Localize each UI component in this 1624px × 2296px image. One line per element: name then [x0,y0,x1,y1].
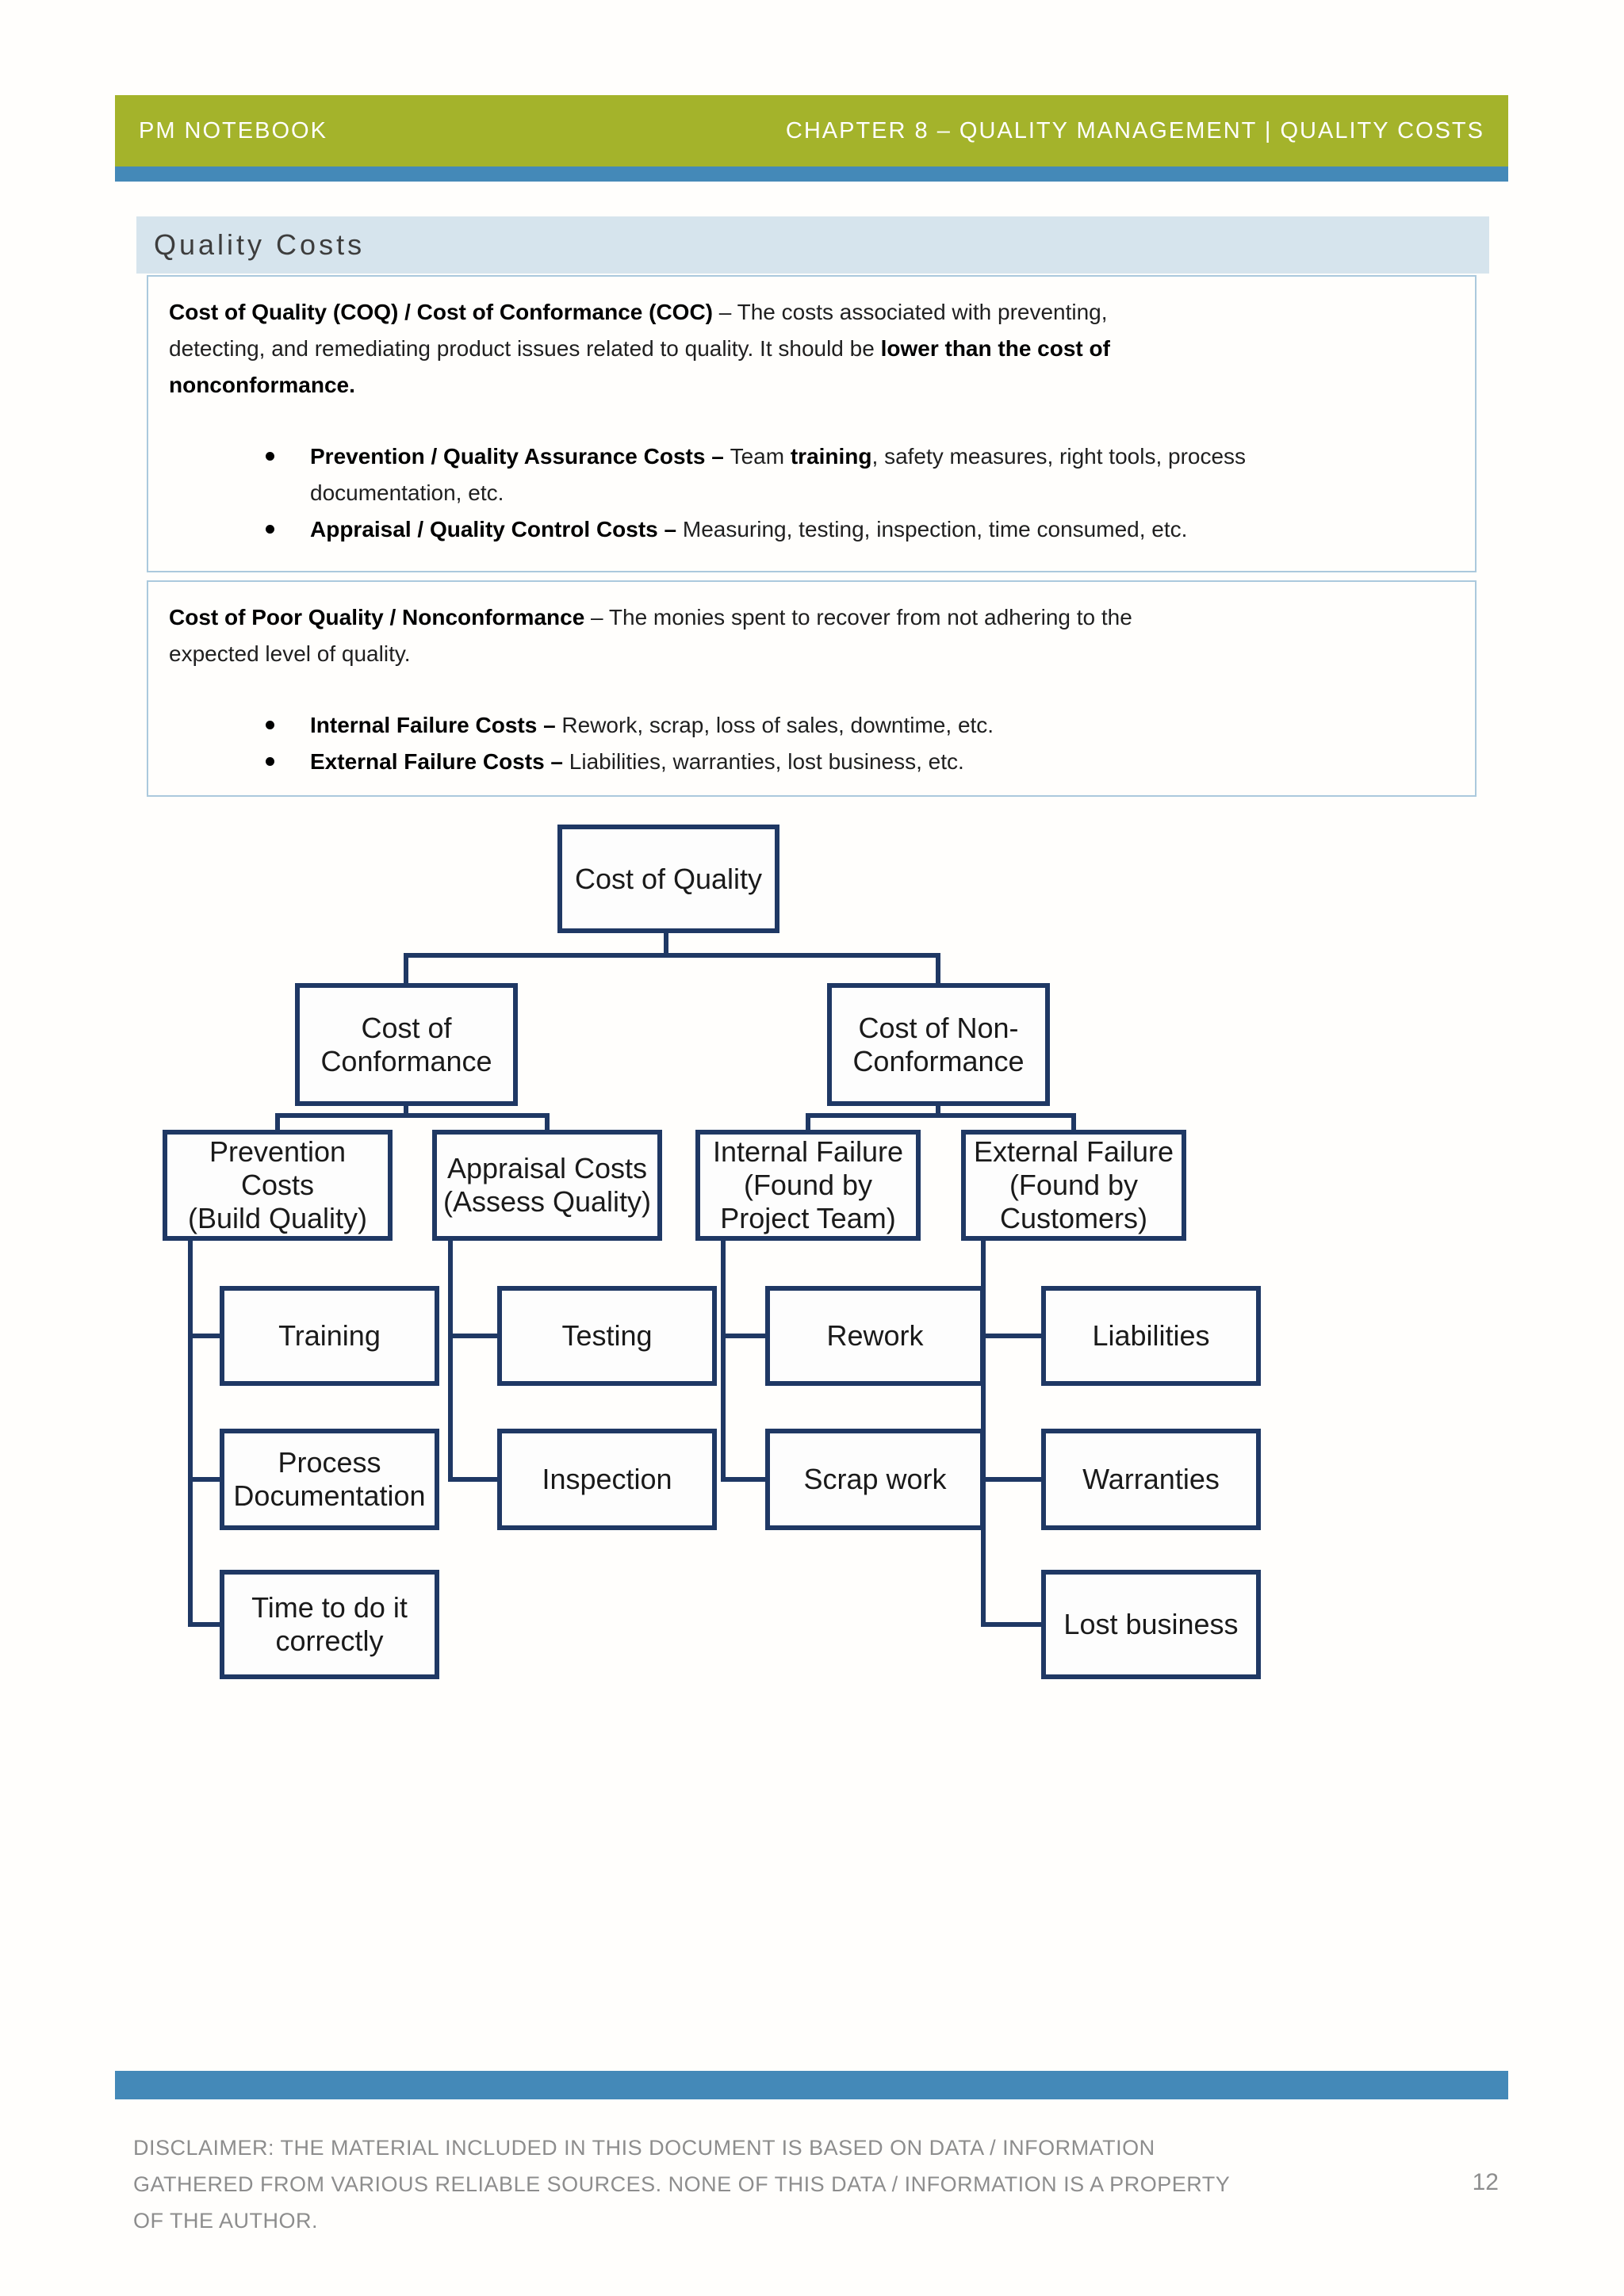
connector-line [448,1239,453,1482]
poor-quality-paragraph: Cost of Poor Quality / Nonconformance – … [169,605,1132,666]
node-training: Training [220,1286,439,1386]
connector-line [936,953,940,986]
connector-line [275,1113,550,1118]
node-cost-of-non-conformance: Cost of Non- Conformance [827,983,1050,1106]
node-warranties: Warranties [1041,1429,1261,1530]
connector-line [190,1477,224,1482]
connector-line [936,1104,940,1118]
node-testing: Testing [497,1286,717,1386]
header-left-title: PM NOTEBOOK [139,117,327,144]
connector-line [404,1104,408,1118]
connector-line [404,953,408,986]
header-divider-bar [115,166,1508,182]
node-appraisal-costs: Appraisal Costs (Assess Quality) [432,1130,662,1241]
coq-bullet-list: Prevention / Quality Assurance Costs – T… [169,438,1451,548]
connector-line [723,1334,770,1338]
connector-line [188,1239,193,1627]
connector-line [983,1477,1046,1482]
disclaimer-line: GATHERED FROM VARIOUS RELIABLE SOURCES. … [133,2172,1231,2196]
node-liabilities: Liabilities [1041,1286,1261,1386]
connector-line [1071,1113,1076,1133]
poor-quality-bullet-list: Internal Failure Costs – Rework, scrap, … [169,707,1451,780]
connector-line [664,932,668,958]
connector-line [723,1477,770,1482]
connector-line [450,1334,502,1338]
node-inspection: Inspection [497,1429,717,1530]
node-process-documentation: Process Documentation [220,1429,439,1530]
connector-line [806,1113,1076,1118]
connector-line [190,1334,224,1338]
connector-line [981,1239,986,1627]
disclaimer-line: DISCLAIMER: THE MATERIAL INCLUDED IN THI… [133,2136,1155,2160]
node-scrap-work: Scrap work [765,1429,985,1530]
coq-definition-box: Cost of Quality (COQ) / Cost of Conforma… [147,275,1477,572]
connector-line [404,953,940,958]
node-cost-of-conformance: Cost of Conformance [295,983,518,1106]
coq-paragraph: Cost of Quality (COQ) / Cost of Conforma… [169,300,1110,397]
bullet-internal-failure: Internal Failure Costs – Rework, scrap, … [169,707,1451,744]
header-bar: PM NOTEBOOK CHAPTER 8 – QUALITY MANAGEME… [115,95,1508,166]
disclaimer-line: OF THE AUTHOR. [133,2209,319,2233]
bullet-prevention-costs: Prevention / Quality Assurance Costs – T… [169,438,1451,511]
connector-line [806,1113,810,1133]
node-cost-of-quality: Cost of Quality [557,825,779,933]
connector-line [983,1334,1046,1338]
node-internal-failure: Internal Failure (Found by Project Team) [695,1130,921,1241]
section-title-bar: Quality Costs [136,216,1489,274]
page-title: Quality Costs [154,228,366,261]
bullet-external-failure: External Failure Costs – Liabilities, wa… [169,744,1451,780]
connector-line [721,1239,726,1482]
connector-line [450,1477,502,1482]
header-right-title: CHAPTER 8 – QUALITY MANAGEMENT | QUALITY… [785,117,1484,144]
node-external-failure: External Failure (Found by Customers) [961,1130,1186,1241]
node-prevention-costs: Prevention Costs (Build Quality) [163,1130,393,1241]
node-time-to-do-it-correctly: Time to do it correctly [220,1570,439,1679]
poor-quality-definition-box: Cost of Poor Quality / Nonconformance – … [147,580,1477,797]
connector-line [545,1113,550,1133]
footer-disclaimer: DISCLAIMER: THE MATERIAL INCLUDED IN THI… [133,2130,1230,2239]
page-number: 12 [1472,2169,1499,2195]
connector-line [275,1113,280,1133]
bullet-appraisal-costs: Appraisal / Quality Control Costs – Meas… [169,511,1451,548]
node-lost-business: Lost business [1041,1570,1261,1679]
footer-divider-bar [115,2071,1508,2099]
connector-line [190,1622,224,1627]
connector-line [983,1622,1046,1627]
node-rework: Rework [765,1286,985,1386]
